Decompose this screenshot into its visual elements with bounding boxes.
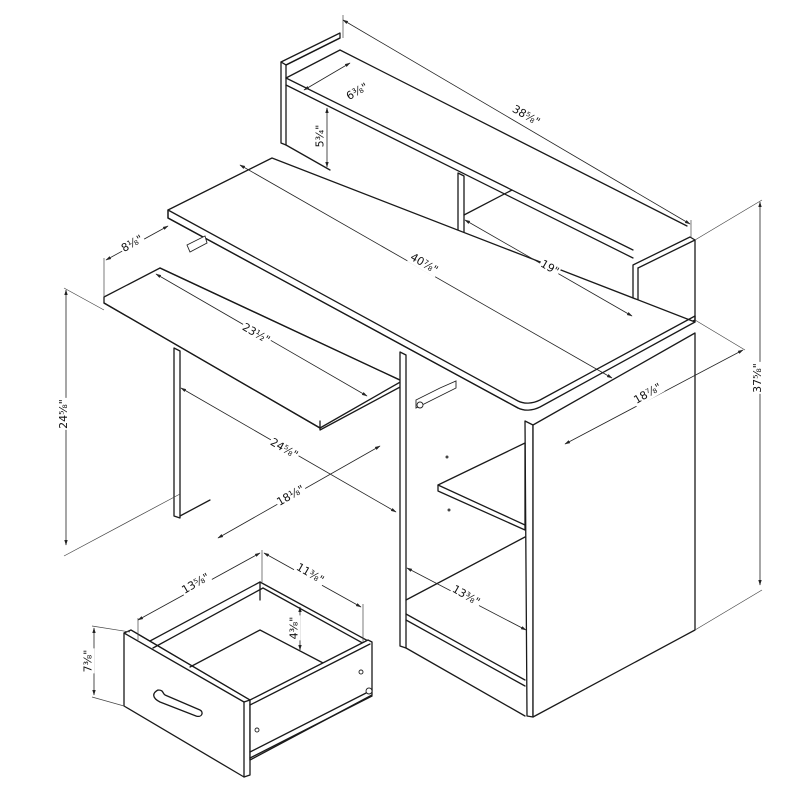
left-leg xyxy=(173,347,211,519)
drawer xyxy=(123,581,373,778)
dim-knee-height: 24⅝" xyxy=(56,398,70,430)
dim-drawer-inner-height: 4⅜" xyxy=(287,615,301,641)
dim-hutch-height: 5¾" xyxy=(313,123,327,149)
dim-drawer-front-height: 7⅜" xyxy=(81,648,95,674)
dim-overall-height: 37⅝" xyxy=(750,362,764,394)
